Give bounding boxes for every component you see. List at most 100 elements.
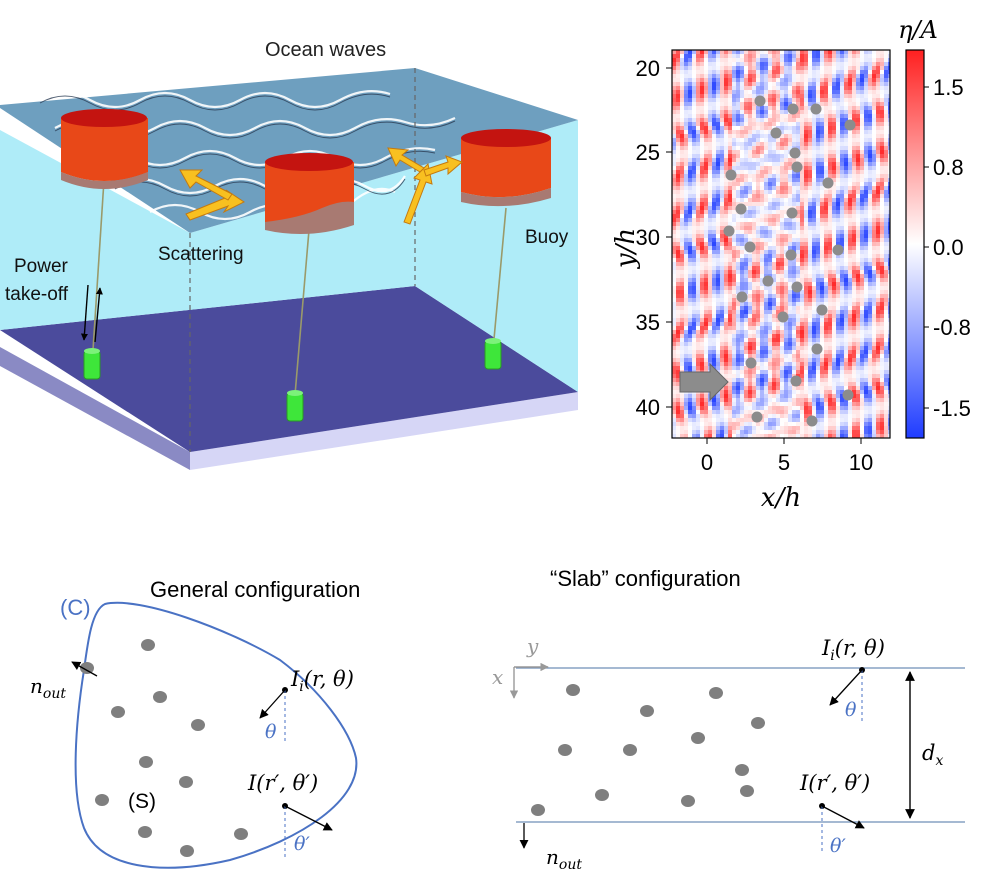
scatterer xyxy=(80,662,94,674)
ocean-surface xyxy=(0,68,578,233)
colorbar-tick-label: 0.0 xyxy=(933,235,964,260)
normal-out-label: nout xyxy=(546,845,582,873)
scatterer xyxy=(138,826,152,838)
theta-label: θ xyxy=(845,699,857,721)
domain-label-S: (S) xyxy=(128,790,156,813)
scatterer xyxy=(141,639,155,651)
scatterer xyxy=(754,95,766,107)
scatterer xyxy=(790,375,802,387)
seabed-right-face xyxy=(190,392,578,470)
label-ocean-waves: Ocean waves xyxy=(265,39,386,61)
normal-out-label: nout xyxy=(30,674,66,702)
scatterer xyxy=(95,794,109,806)
theta-label: θ xyxy=(265,721,277,743)
scatterer xyxy=(791,161,803,173)
panel-d-slab-configuration: “Slab” configuration y x Ii(r, θ) θ I(r′… xyxy=(492,566,965,873)
scatterer xyxy=(787,103,799,115)
y-tick-label: 40 xyxy=(636,395,660,420)
panel-a-wave-farm-illustration: Ocean waves Scattering Buoy Power take-o… xyxy=(0,39,578,470)
colorbar xyxy=(905,49,925,439)
scatterer xyxy=(806,415,818,427)
outgoing-intensity-label: I(r′, θ′) xyxy=(247,771,318,795)
scatterer xyxy=(810,103,822,115)
colorbar-tick-label: -0.8 xyxy=(933,315,971,340)
scatterer xyxy=(832,244,844,256)
scatterer xyxy=(595,789,609,801)
scatterer xyxy=(725,169,737,181)
scatterer xyxy=(191,719,205,731)
y-axis-label: y/h xyxy=(611,228,641,269)
label-power: Power xyxy=(14,256,69,277)
anchor-1 xyxy=(83,348,101,380)
wave-field-heatmap xyxy=(672,50,890,438)
scatterer xyxy=(842,389,854,401)
slab-thickness-label: dx xyxy=(922,741,943,769)
scatterer xyxy=(770,127,782,139)
scatterer xyxy=(558,744,572,756)
x-axis-ticks: 0 5 10 xyxy=(701,438,873,475)
scatterer xyxy=(785,249,797,261)
scatterer xyxy=(740,785,754,797)
y-tick-label: 30 xyxy=(636,225,660,250)
panel-c-title: General configuration xyxy=(150,577,360,602)
scatterer xyxy=(723,225,735,237)
outgoing-direction-arrow xyxy=(821,805,865,829)
scatterer xyxy=(822,177,834,189)
colorbar-title: η/A xyxy=(898,16,938,44)
theta-prime-label: θ′ xyxy=(294,833,310,855)
scatterer xyxy=(691,732,705,744)
seabed-front-face xyxy=(0,347,190,470)
scatterer xyxy=(789,147,801,159)
water-body xyxy=(0,120,578,392)
scatterers-general xyxy=(80,639,248,857)
scatterer xyxy=(786,207,798,219)
incident-intensity-label: Ii(r, θ) xyxy=(290,667,354,695)
pto-arrow-down xyxy=(80,284,89,341)
field-frame xyxy=(671,49,891,439)
colorbar-tick-label: 1.5 xyxy=(933,75,964,100)
scatterer xyxy=(736,291,748,303)
scattering-arrows xyxy=(179,147,463,225)
axis-x-label: x xyxy=(492,665,503,689)
colorbar-tick-label: 0.8 xyxy=(933,155,964,180)
scatterer xyxy=(777,311,789,323)
scatterer xyxy=(735,764,749,776)
scatterer xyxy=(139,756,153,768)
scatterer xyxy=(791,281,803,293)
scatterer xyxy=(816,304,828,316)
incident-wave-arrow xyxy=(679,362,729,402)
scatterer xyxy=(531,804,545,816)
scatterer xyxy=(180,845,194,857)
scatterer xyxy=(709,687,723,699)
domain-boundary xyxy=(74,601,358,869)
scatterer xyxy=(111,706,125,718)
x-tick-label: 5 xyxy=(778,450,790,475)
colorbar-ticks: 1.5 0.8 0.0 -0.8 -1.5 xyxy=(924,75,971,421)
anchor-3 xyxy=(484,338,502,370)
scatterer xyxy=(811,343,823,355)
scatterer xyxy=(844,119,856,131)
incident-intensity-label: Ii(r, θ) xyxy=(821,636,885,664)
scatterer xyxy=(745,357,757,369)
boundary-label-C: (C) xyxy=(60,595,91,620)
scatterer xyxy=(762,275,774,287)
colorbar-tick-label: -1.5 xyxy=(933,396,971,421)
axis-y-label: y xyxy=(526,634,539,658)
scatterer xyxy=(153,691,167,703)
normal-out-arrow xyxy=(71,661,98,677)
y-tick-label: 25 xyxy=(636,140,660,165)
outgoing-intensity-label: I(r′, θ′) xyxy=(799,771,870,795)
buoy-1 xyxy=(61,109,148,189)
seabed xyxy=(0,286,578,452)
scatterer xyxy=(751,411,763,423)
x-tick-label: 0 xyxy=(701,450,713,475)
theta-prime-label: θ′ xyxy=(830,835,846,857)
scatterer xyxy=(234,828,248,840)
x-axis-label: x/h xyxy=(761,483,801,513)
scatterer xyxy=(566,684,580,696)
outgoing-direction-arrow xyxy=(284,805,333,831)
scatterers-slab xyxy=(531,684,765,816)
x-tick-label: 10 xyxy=(849,450,873,475)
y-tick-label: 20 xyxy=(636,56,660,81)
incident-direction-arrow xyxy=(259,689,286,719)
